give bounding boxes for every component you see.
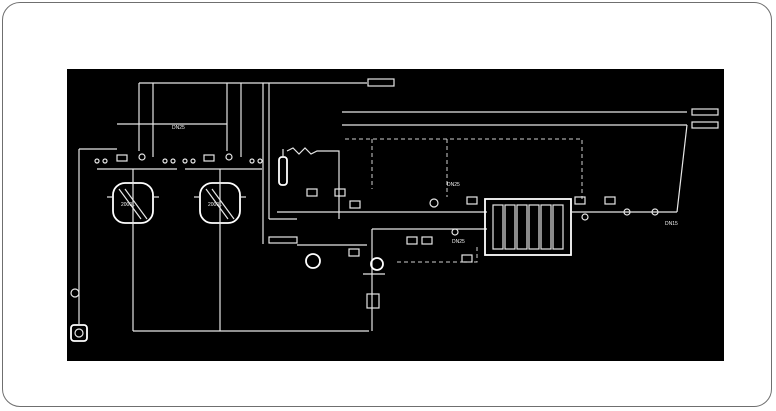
process-flow-diagram: 2000L 2000L bbox=[70, 78, 719, 342]
outlet-riser bbox=[676, 124, 688, 213]
flow-tag bbox=[268, 236, 298, 244]
center-instruments bbox=[306, 188, 478, 263]
reactor-2-label: 2000L bbox=[208, 202, 222, 208]
top-line-tag bbox=[367, 78, 395, 87]
pipe-label-1: DN25 bbox=[172, 125, 185, 131]
right-lower-tag bbox=[691, 121, 719, 129]
control-dash-3 bbox=[397, 245, 478, 263]
outlet-instruments bbox=[574, 196, 659, 221]
right-upper-tag bbox=[691, 108, 719, 116]
pipe-label-3: DN25 bbox=[452, 239, 465, 245]
center-pump bbox=[305, 253, 385, 309]
gas-cylinder bbox=[278, 147, 340, 219]
pipe-label-2: DN25 bbox=[447, 182, 460, 188]
feed-pump bbox=[70, 288, 88, 342]
control-dash-top bbox=[345, 138, 583, 199]
reactor-1-label: 2000L bbox=[121, 202, 135, 208]
reactor-1: 2000L bbox=[107, 169, 159, 229]
diagram-canvas: 2000L 2000L bbox=[67, 69, 724, 361]
filter-press bbox=[484, 198, 572, 256]
pipe-label-4: DN15 bbox=[665, 221, 678, 227]
reactor-instruments bbox=[94, 153, 263, 170]
reactor-2: 2000L bbox=[194, 169, 246, 229]
